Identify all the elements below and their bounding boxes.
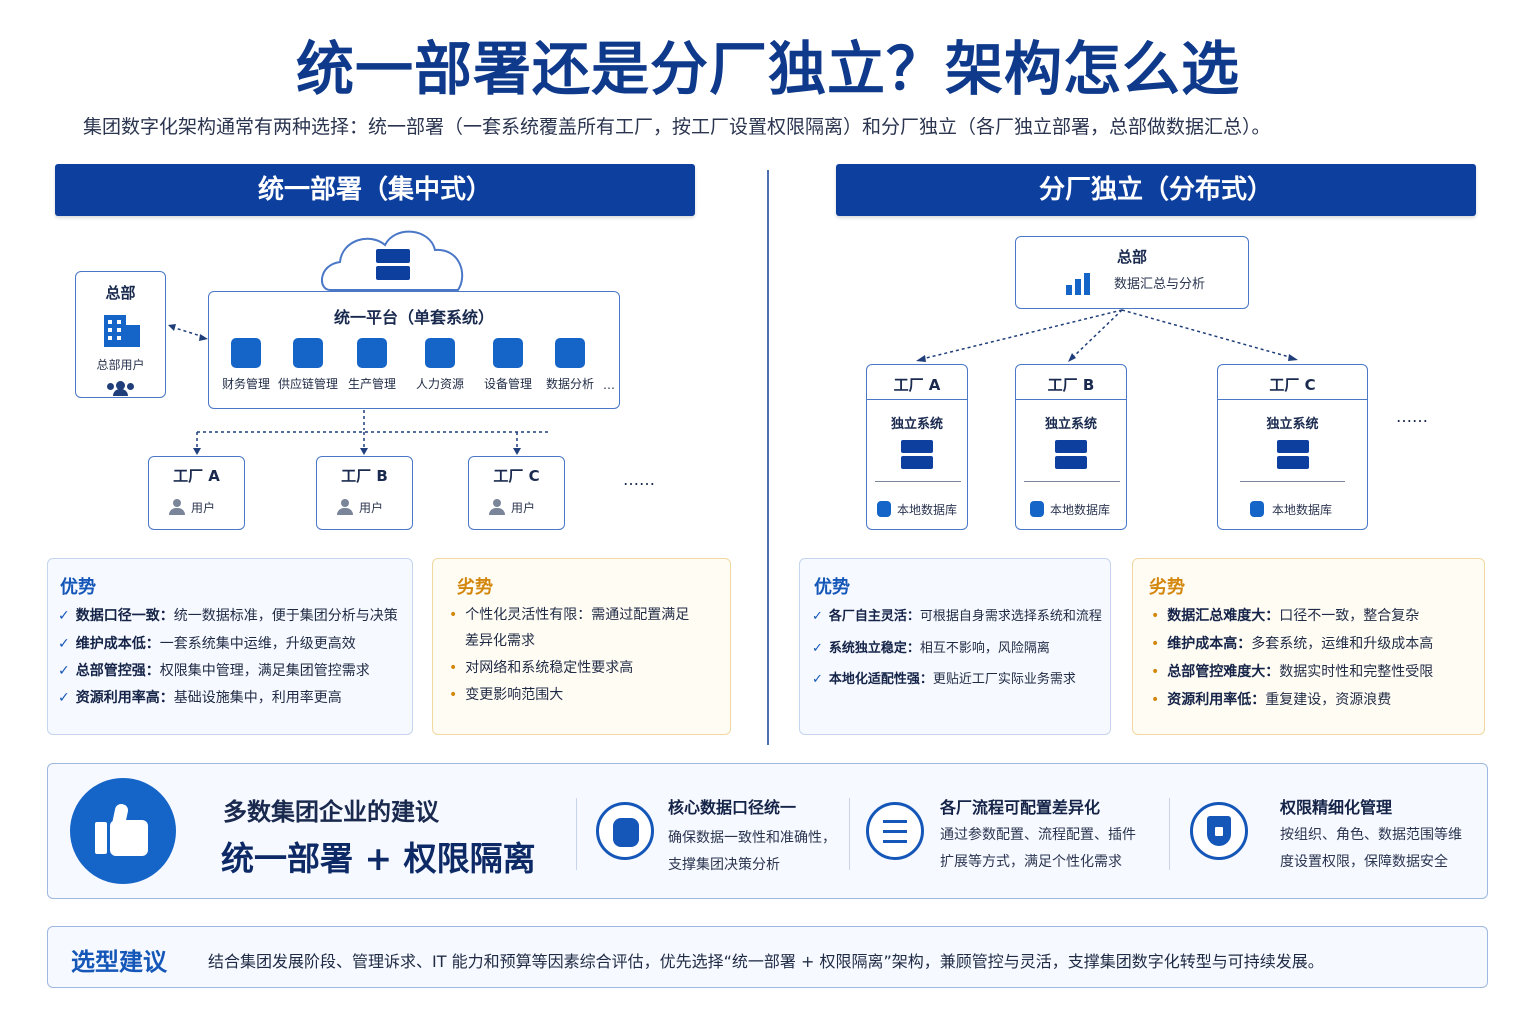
left-pro-item: ✓数据口径一致：统一数据标准，便于集团分析与决策 <box>58 608 398 624</box>
user-icon <box>337 499 353 515</box>
page-subtitle: 集团数字化架构通常有两种选择：统一部署（一套系统覆盖所有工厂，按工厂设置权限隔离… <box>83 116 1271 138</box>
right-con-item: •资源利用率低：重复建设，资源浪费 <box>1151 692 1392 708</box>
right-cons-panel: 劣势 •数据汇总难度大：口径不一致，整合复杂 •维护成本高：多套系统，运维和升级… <box>1132 558 1485 735</box>
right-con-item: •总部管控难度大：数据实时性和完整性受限 <box>1151 664 1434 680</box>
left-cons-panel: 劣势 •个性化灵活性有限：需通过配置满足 差异化需求 •对网络和系统稳定性要求高… <box>432 558 731 735</box>
server-icon <box>1055 440 1087 469</box>
finance-icon <box>231 338 261 368</box>
right-pros-panel: 优势 ✓各厂自主灵活：可根据自身需求选择系统和流程 ✓系统独立稳定：相互不影响，… <box>799 558 1111 735</box>
cloud-server-icon <box>376 249 410 281</box>
module-finance: 财务管理 <box>211 338 281 392</box>
module-production: 生产管理 <box>337 338 407 392</box>
left-con-item: •变更影响范围大 <box>449 687 564 703</box>
left-pro-item: ✓维护成本低：一套系统集中运维，升级更高效 <box>58 636 356 652</box>
thumbs-up-icon <box>70 778 176 884</box>
left-con-item: •个性化灵活性有限：需通过配置满足 <box>449 607 690 623</box>
right-factory-c: 工厂 C 独立系统 本地数据库 <box>1217 364 1368 530</box>
left-con-item: •对网络和系统稳定性要求高 <box>449 660 634 676</box>
growth-chart-icon <box>1064 267 1096 295</box>
right-con-item: •数据汇总难度大：口径不一致，整合复杂 <box>1151 608 1420 624</box>
module-analytics: 数据分析 <box>535 338 605 392</box>
right-hq-box: 总部 数据汇总与分析 <box>1015 236 1249 309</box>
selection-bar: 选型建议 结合集团发展阶段、管理诉求、IT 能力和预算等因素综合评估，优先选择“… <box>47 926 1488 988</box>
selection-text: 结合集团发展阶段、管理诉求、IT 能力和预算等因素综合评估，优先选择“统一部署 … <box>208 952 1324 971</box>
hq-title: 总部 <box>105 284 136 302</box>
bar-chart-icon <box>555 338 585 368</box>
right-pro-item: ✓本地化适配性强：更贴近工厂实际业务需求 <box>812 672 1076 687</box>
left-factory-c: 工厂 C 用户 <box>468 456 565 530</box>
users-group-icon <box>106 381 136 396</box>
right-con-item: •维护成本高：多套系统，运维和升级成本高 <box>1151 636 1434 652</box>
user-icon <box>489 499 505 515</box>
left-pro-item: ✓总部管控强：权限集中管理，满足集团管控需求 <box>58 663 370 679</box>
left-banner: 统一部署（集中式） <box>55 164 695 216</box>
left-con-item-cont: 差异化需求 <box>465 633 535 649</box>
left-factories-ellipsis: …… <box>623 470 655 489</box>
center-divider <box>767 170 769 745</box>
right-factory-a: 工厂 A 独立系统 本地数据库 <box>866 364 968 530</box>
unified-platform-box: 统一平台（单套系统） 财务管理 供应链管理 生产管理 人力资源 设备管理 数据分… <box>208 291 620 409</box>
database-icon <box>1030 501 1044 517</box>
recommend-line2: 统一部署 + 权限隔离 <box>221 839 536 878</box>
right-pro-item: ✓系统独立稳定：相互不影响，风险隔离 <box>812 641 1050 656</box>
gear-icon <box>493 338 523 368</box>
page-title: 统一部署还是分厂独立？架构怎么选 <box>295 35 1240 103</box>
recommend-line1: 多数集团企业的建议 <box>223 798 439 826</box>
left-pros-panel: 优势 ✓数据口径一致：统一数据标准，便于集团分析与决策 ✓维护成本低：一套系统集… <box>47 558 413 735</box>
module-equipment: 设备管理 <box>473 338 543 392</box>
shield-lock-icon <box>1190 802 1248 860</box>
database-icon <box>596 802 654 860</box>
database-icon <box>877 501 891 517</box>
module-hr: 人力资源 <box>405 338 475 392</box>
supply-chain-icon <box>293 338 323 368</box>
user-icon <box>169 499 185 515</box>
building-icon <box>102 313 140 347</box>
server-icon <box>901 440 933 469</box>
right-factories-ellipsis: …… <box>1396 407 1428 426</box>
sliders-icon <box>866 802 924 860</box>
left-factory-b: 工厂 B 用户 <box>316 456 413 530</box>
recommendation-panel: 多数集团企业的建议 统一部署 + 权限隔离 核心数据口径统一 确保数据一致性和准… <box>47 763 1488 899</box>
database-icon <box>1250 501 1264 517</box>
left-factory-a: 工厂 A 用户 <box>148 456 245 530</box>
production-icon <box>357 338 387 368</box>
platform-title: 统一平台（单套系统） <box>333 308 494 327</box>
right-pro-item: ✓各厂自主灵活：可根据自身需求选择系统和流程 <box>812 609 1102 624</box>
right-connectors <box>916 309 1298 362</box>
module-supply-chain: 供应链管理 <box>273 338 343 392</box>
right-banner: 分厂独立（分布式） <box>836 164 1476 216</box>
hq-users-label: 总部用户 <box>96 358 145 372</box>
left-pro-item: ✓资源利用率高：基础设施集中，利用率更高 <box>58 690 342 706</box>
modules-more: … <box>603 378 615 392</box>
server-icon <box>1276 440 1309 469</box>
person-icon <box>425 338 455 368</box>
selection-label: 选型建议 <box>71 948 167 976</box>
right-factory-b: 工厂 B 独立系统 本地数据库 <box>1015 364 1127 530</box>
left-hq-box: 总部 总部用户 <box>75 271 166 398</box>
